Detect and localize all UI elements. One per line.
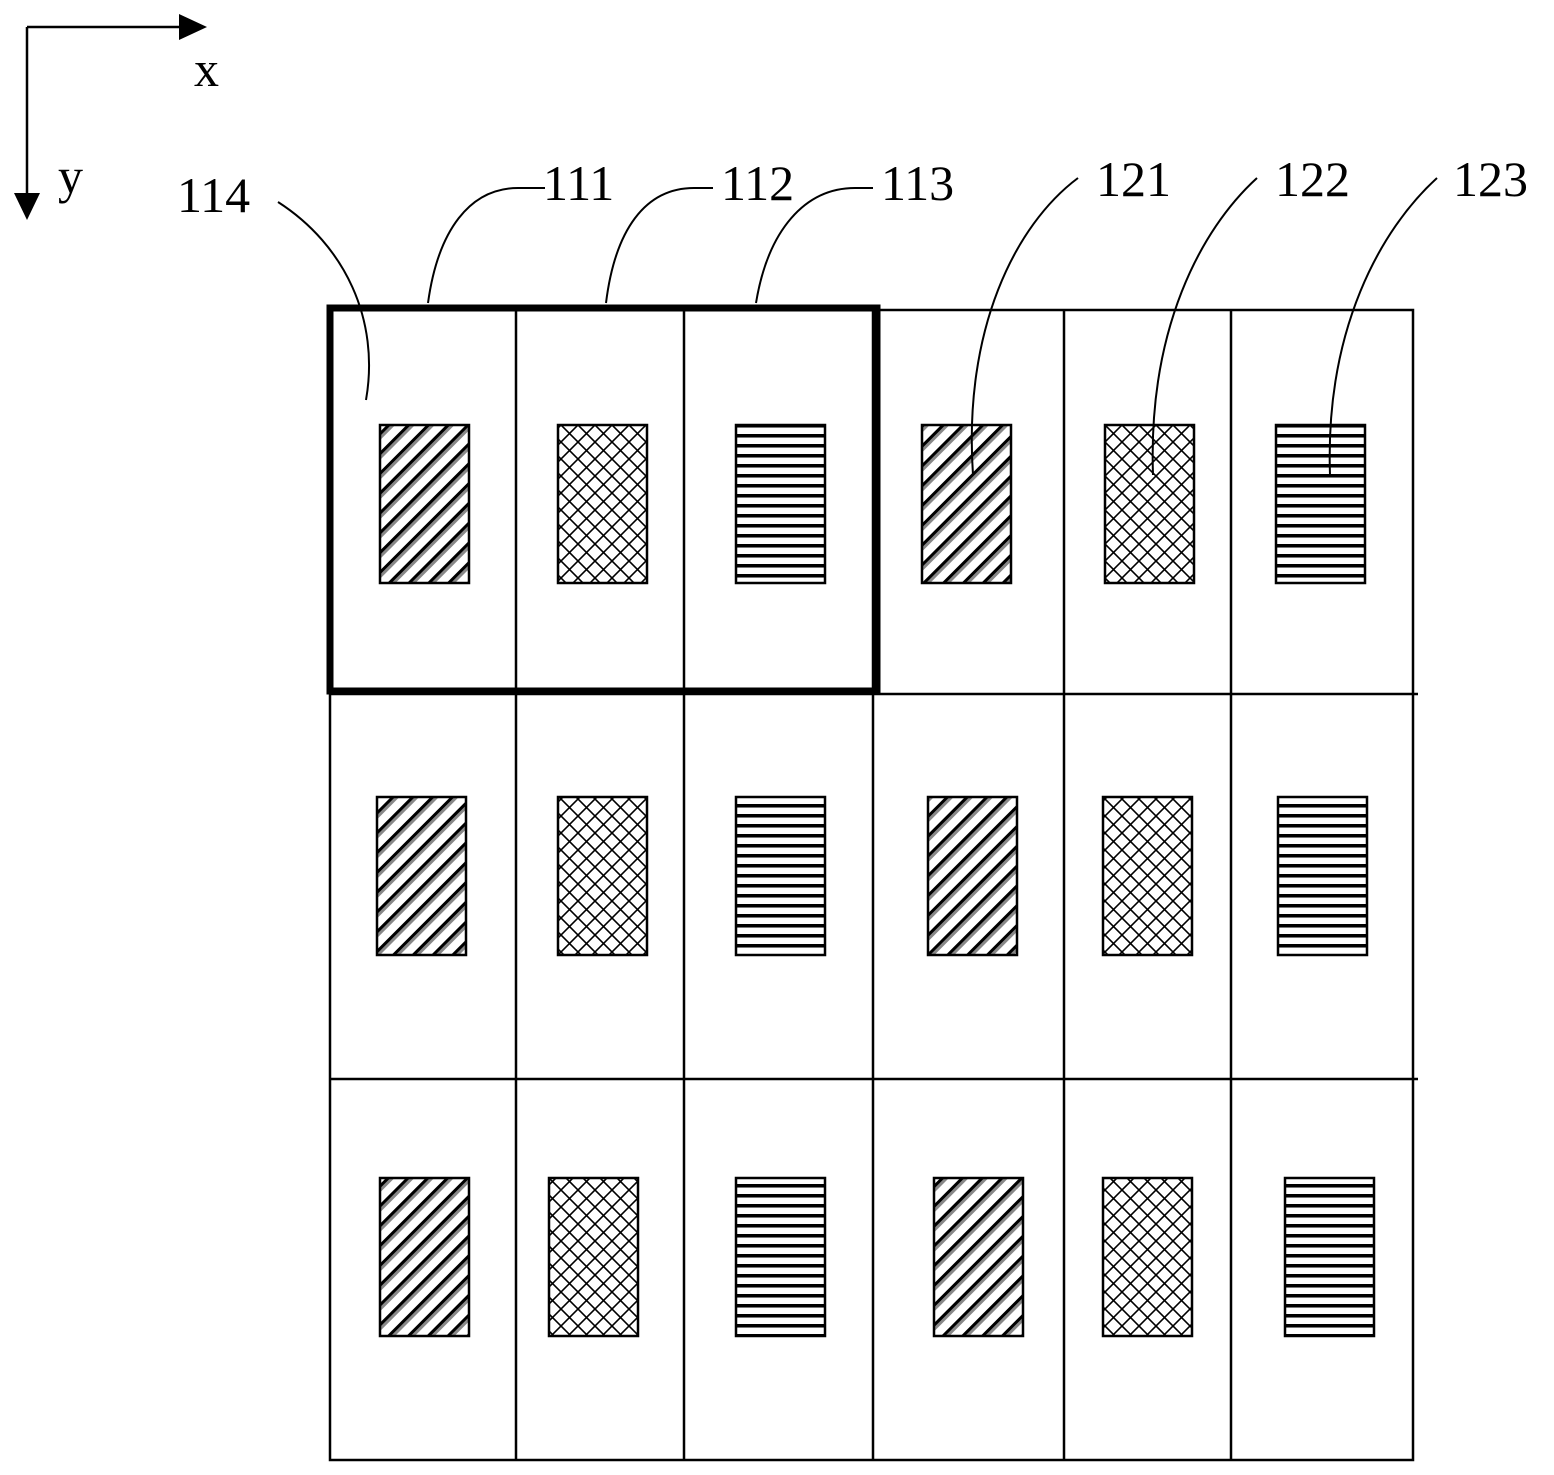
leader-123 — [1328, 177, 1438, 476]
element-diagonal — [378, 423, 471, 585]
element-diagonal — [926, 795, 1019, 957]
label-113: 113 — [881, 155, 954, 211]
element-horizontal — [1276, 795, 1369, 957]
label-123: 123 — [1453, 151, 1528, 207]
label-121: 121 — [1096, 151, 1171, 207]
element-crosshatch — [556, 795, 649, 957]
leader-111 — [427, 187, 545, 304]
element-horizontal — [734, 423, 827, 585]
row-2-elements — [375, 795, 1369, 957]
element-horizontal — [734, 1176, 827, 1338]
y-axis-arrowhead — [14, 193, 40, 220]
label-111: 111 — [543, 155, 614, 211]
reference-labels: 114 111 112 113 121 122 123 — [177, 151, 1528, 223]
row-1-elements — [378, 423, 1367, 585]
element-diagonal — [932, 1176, 1025, 1338]
pixel-grid — [328, 308, 1418, 1462]
element-crosshatch — [556, 423, 649, 585]
element-crosshatch — [1101, 1176, 1194, 1338]
element-diagonal — [378, 1176, 471, 1338]
leader-122 — [1151, 177, 1258, 476]
leader-112 — [605, 187, 713, 304]
element-horizontal — [734, 795, 827, 957]
leader-114 — [277, 201, 370, 401]
leader-121 — [970, 177, 1079, 476]
leader-lines — [277, 177, 1438, 476]
x-axis-arrowhead — [179, 14, 207, 40]
highlighted-pixel-group — [326, 304, 881, 695]
leader-113 — [755, 187, 873, 304]
element-crosshatch — [547, 1176, 640, 1338]
axes: x y — [14, 14, 219, 220]
element-horizontal — [1283, 1176, 1376, 1338]
element-diagonal — [375, 795, 468, 957]
element-diagonal — [920, 423, 1013, 585]
label-122: 122 — [1275, 151, 1350, 207]
label-114: 114 — [177, 167, 250, 223]
element-crosshatch — [1103, 423, 1196, 585]
grid-outer-border — [328, 308, 1415, 1462]
y-axis-label: y — [58, 148, 83, 204]
element-crosshatch — [1101, 795, 1194, 957]
label-112: 112 — [721, 155, 794, 211]
element-horizontal — [1274, 423, 1367, 585]
row-3-elements — [378, 1176, 1376, 1338]
x-axis-label: x — [194, 41, 219, 97]
